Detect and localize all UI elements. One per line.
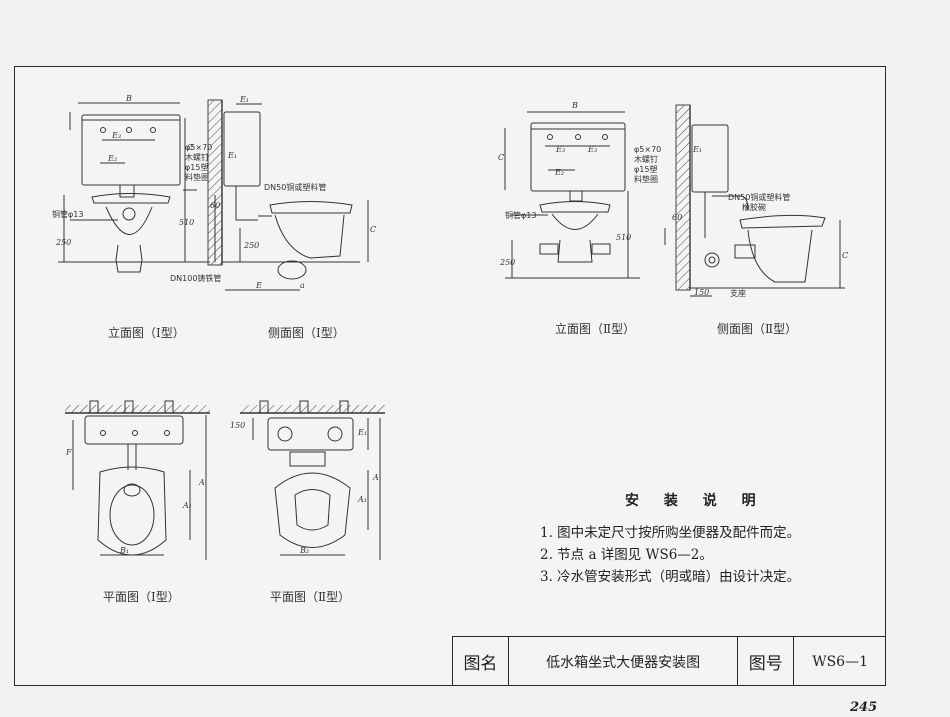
screw-note-line3: φ15塑 (185, 163, 208, 172)
plan-type2 (240, 400, 385, 560)
dim-250-type2: 250 (499, 258, 515, 267)
elevation-type2 (504, 111, 640, 279)
view-label-side-type1: 侧面图（Ⅰ型） (268, 326, 345, 340)
dim-b2-plan2: B₂ (299, 546, 309, 555)
dim-60-type1: 60 (210, 201, 220, 210)
screw-note-line1: φ5×70 (185, 143, 212, 152)
dim-e1-type1: E₁ (239, 95, 249, 104)
dim-150-plan2: 150 (230, 421, 245, 430)
installation-notes: 安 装 说 明 1. 图中未定尺寸按所购坐便器及配件而定。 2. 节点 a 详图… (540, 490, 860, 588)
dim-c-side-type1: C (370, 225, 376, 234)
support-label: 支座 (730, 288, 746, 298)
drawing-sheet (14, 66, 886, 686)
drawing-name: 低水箱坐式大便器安装图 (509, 637, 739, 686)
dim-b-type2: B (571, 101, 578, 110)
dim-250-type1: 250 (55, 238, 71, 247)
screw-note2-line3: φ15塑 (634, 165, 657, 174)
view-label-plan-type2: 平面图（Ⅱ型） (270, 590, 351, 604)
note-item-1: 1. 图中未定尺寸按所购坐便器及配件而定。 (540, 525, 801, 541)
page-number: 245 (850, 700, 878, 715)
dim-e1-plan2: E₁ (357, 428, 367, 437)
dim-510-type1: 510 (179, 218, 194, 227)
side-type2 (664, 104, 845, 297)
screw-note2-line1: φ5×70 (634, 145, 661, 154)
dim-a1-plan2: A₁ (357, 495, 367, 504)
copper-pipe-label-type1: 铜管φ13 (52, 209, 83, 219)
side-type1 (207, 99, 369, 291)
drawing-name-label: 图名 (453, 637, 509, 686)
waste-pipe-label-type2: DN50铜或塑料管 (728, 192, 790, 202)
dim-a-plan1: A (198, 478, 205, 487)
view-label-elevation-type1: 立面图（Ⅰ型） (108, 326, 185, 340)
dim-c-type2: C (498, 153, 504, 162)
screw-note-line2: 木螺钉 (185, 152, 209, 162)
screw-note-line4: 料垫圈 (185, 172, 209, 182)
view-label-plan-type1: 平面图（Ⅰ型） (103, 590, 180, 604)
notes-title: 安 装 说 明 (625, 493, 766, 509)
detail-a-label: a (300, 281, 305, 290)
screw-note2-line4: 料垫圈 (634, 174, 658, 184)
view-label-elevation-type2: 立面图（Ⅱ型） (555, 322, 636, 336)
plan-type1 (65, 400, 210, 560)
dim-150-type2: 150 (694, 288, 709, 297)
dim-c-type1: C (187, 143, 193, 152)
waste-pipe-label-type1: DN50铜或塑料管 (264, 182, 326, 192)
dim-e2-type2: E₂ (554, 168, 564, 177)
title-block: 图名 低水箱坐式大便器安装图 图号 WS6—1 (452, 636, 886, 686)
note-item-3: 3. 冷水管安装形式（明或暗）由设计决定。 (540, 569, 801, 585)
elevation-type1 (58, 102, 210, 273)
dim-f-plan1: F (65, 448, 72, 457)
view-label-side-type2: 侧面图（Ⅱ型） (717, 322, 798, 336)
dim-e2-type1: E₂ (107, 154, 117, 163)
dim-e3-type1: E₃ (111, 131, 121, 140)
dim-510-type2: 510 (616, 233, 631, 242)
dim-a-plan2: A (372, 473, 379, 482)
dim-a1-plan1: A₁ (182, 501, 192, 510)
dim-e1-type2: E₁ (692, 145, 702, 154)
dim-b-type1: B (125, 94, 132, 103)
dim-e-type1: E (255, 281, 262, 290)
note-item-2: 2. 节点 a 详图见 WS6—2。 (540, 547, 713, 563)
dim-250-side-type1: 250 (243, 241, 259, 250)
dim-e1-side-type1: E₁ (227, 151, 237, 160)
dim-e3-type2-left: E₃ (555, 145, 565, 154)
annotation-layer: B E₃ E₂ C 510 250 φ5×70 木螺钉 φ15塑 料垫圈 铜管φ… (52, 94, 848, 555)
copper-pipe-label-type2: 铜管φ13 (505, 210, 536, 220)
drawing-number-label: 图号 (738, 637, 795, 686)
drawing-number: WS6—1 (812, 653, 868, 670)
dim-c-side-type2: C (842, 251, 848, 260)
screw-note2-line2: 木螺钉 (634, 154, 658, 164)
rubber-bowl-label: 橡胶碗 (742, 202, 766, 212)
dim-b1-plan1: B₁ (119, 546, 129, 555)
cast-iron-pipe-label: DN100铸铁管 (170, 273, 221, 283)
dim-60-type2: 60 (672, 213, 682, 222)
dim-e3-type2-right: E₃ (587, 145, 597, 154)
